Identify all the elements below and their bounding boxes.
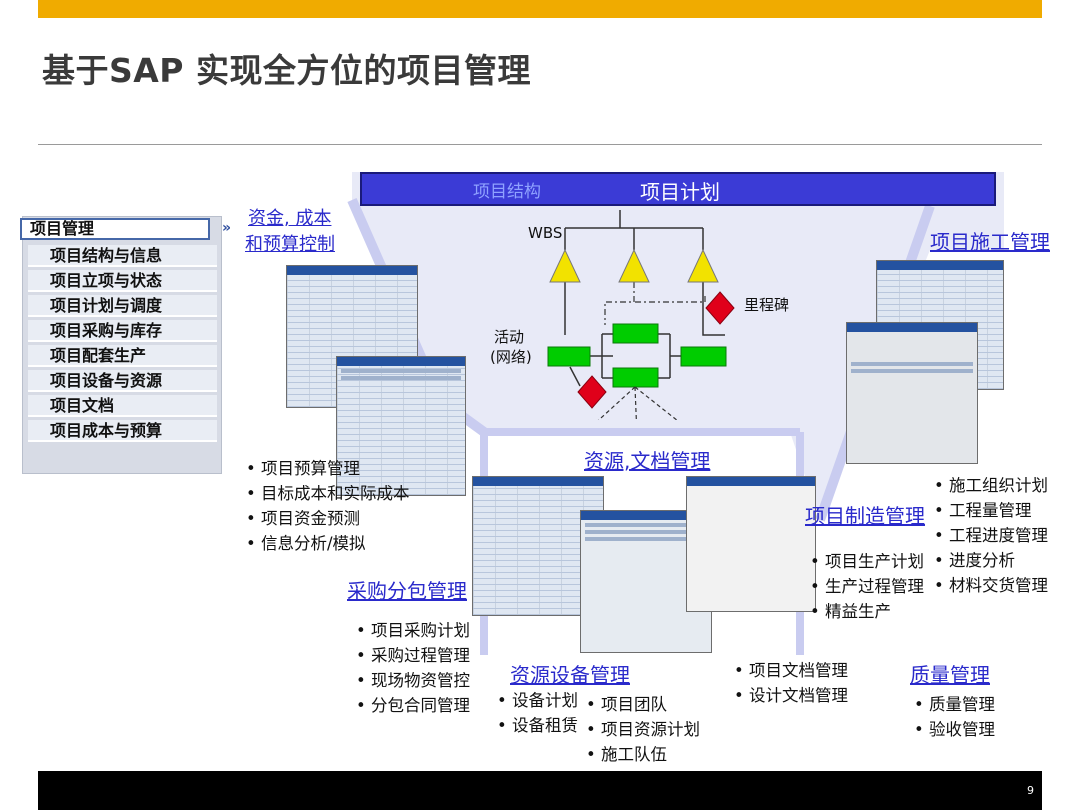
equipment-item-list-b: 项目团队 项目资源计划 施工队伍 [586,692,700,767]
wbs-triangle-1 [549,248,581,283]
list-item: 质量管理 [914,692,995,717]
finance-section-title[interactable]: 资金, 成本 [248,208,332,229]
activity-network-label: (网络) [490,348,532,366]
list-item: 现场物资管控 [356,668,470,693]
quality-section-title[interactable]: 质量管理 [910,663,990,687]
nav-item-initiation[interactable]: 项目立项与状态 [28,270,217,292]
list-item: 精益生产 [810,599,924,624]
list-item: 施工组织计划 [934,473,1048,498]
wbs-label: WBS [528,224,563,242]
project-plan-label: 项目计划 [640,180,720,204]
equipment-section-title[interactable]: 资源设备管理 [510,663,630,687]
nav-item-planning[interactable]: 项目计划与调度 [28,295,217,317]
list-item: 项目采购计划 [356,618,470,643]
milestone-label: 里程碑 [744,296,790,314]
list-item: 信息分析/模拟 [246,531,409,556]
list-item: 项目预算管理 [246,456,409,481]
list-item: 项目生产计划 [810,549,924,574]
wbs-triangle-2 [618,248,650,283]
list-item: 进度分析 [934,548,1048,573]
nav-item-documents[interactable]: 项目文档 [28,395,217,417]
activity-label: 活动 [494,328,525,346]
procurement-item-list: 项目采购计划 采购过程管理 现场物资管控 分包合同管理 [356,618,470,718]
nav-item-production[interactable]: 项目配套生产 [28,345,217,367]
footer-bar [38,771,1042,810]
construction-screenshot-2 [846,322,978,464]
nav-item-equipment[interactable]: 项目设备与资源 [28,370,217,392]
resource-doc-section-title[interactable]: 资源,文档管理 [584,449,711,473]
project-plan-bar [360,172,996,206]
nav-item-structure[interactable]: 项目结构与信息 [28,245,217,267]
list-item: 目标成本和实际成本 [246,481,410,506]
list-item: 设备租赁 [497,713,578,738]
wbs-network-diagram [547,210,735,420]
list-item: 材料交货管理 [934,573,1048,598]
list-item: 项目团队 [586,692,700,717]
list-item: 项目资金预测 [246,506,409,531]
equipment-item-list-a: 设备计划 设备租赁 [497,688,578,738]
title-divider [38,144,1042,145]
list-item: 生产过程管理 [810,574,924,599]
wbs-triangle-3 [687,248,719,283]
manufacturing-item-list: 项目生产计划 生产过程管理 精益生产 [810,549,924,624]
list-item: 工程量管理 [934,498,1048,523]
procurement-section-title[interactable]: 采购分包管理 [347,579,467,603]
nav-expand-icon[interactable]: » [222,220,232,236]
nav-item-cost[interactable]: 项目成本与预算 [28,420,217,442]
page-number: 9 [1027,784,1034,797]
list-item: 采购过程管理 [356,643,470,668]
document-screenshot [686,476,816,612]
nav-header[interactable]: 项目管理 [20,218,210,240]
project-structure-label: 项目结构 [473,182,541,202]
documents-item-list: 项目文档管理 设计文档管理 [734,658,848,708]
list-item: 分包合同管理 [356,693,470,718]
list-item: 项目文档管理 [734,658,848,683]
nav-item-procurement[interactable]: 项目采购与库存 [28,320,217,342]
list-item: 项目资源计划 [586,717,700,742]
top-accent-bar [38,0,1042,18]
list-item: 施工队伍 [586,742,700,767]
construction-section-title[interactable]: 项目施工管理 [930,230,1050,254]
quality-item-list: 质量管理 验收管理 [914,692,995,742]
list-item: 设备计划 [497,688,578,713]
finance-item-list: 项目预算管理 目标成本和实际成本 项目资金预测 信息分析/模拟 [246,456,410,556]
list-item: 设计文档管理 [734,683,848,708]
list-item: 验收管理 [914,717,995,742]
page-title: 基于SAP 实现全方位的项目管理 [42,51,531,90]
finance-section-subtitle[interactable]: 和预算控制 [245,234,335,255]
construction-item-list: 施工组织计划 工程量管理 工程进度管理 进度分析 材料交货管理 [934,473,1048,598]
manufacturing-section-title[interactable]: 项目制造管理 [805,504,925,528]
list-item: 工程进度管理 [934,523,1048,548]
